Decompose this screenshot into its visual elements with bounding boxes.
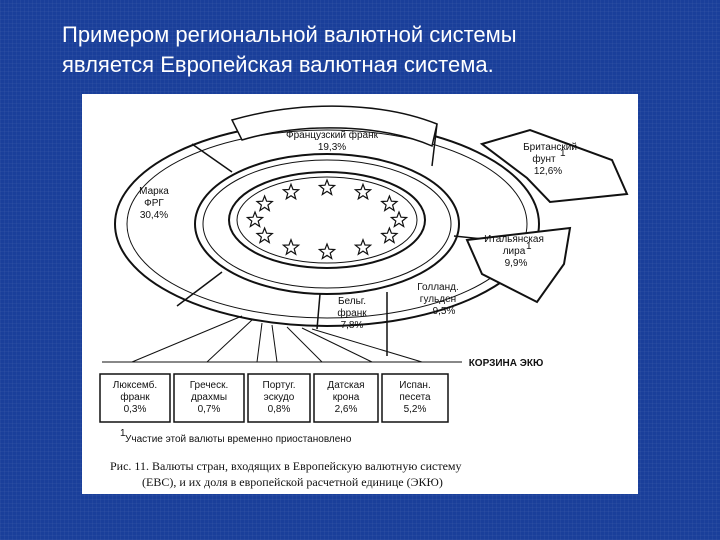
caption-line-1: Рис. 11. Валюты стран, входящих в Европе…	[110, 459, 462, 473]
box-4-line-1: Датская	[327, 380, 364, 391]
guilder-label-2: гульден	[420, 294, 456, 305]
box-3-line-3: 0,8%	[268, 404, 291, 415]
box-5-line-2: песета	[399, 392, 431, 403]
basket-label: КОРЗИНА ЭКЮ	[469, 358, 544, 369]
box-1-line-2: франк	[120, 391, 150, 403]
star-icon	[255, 226, 274, 244]
footnote-mark: 1	[120, 428, 126, 439]
ecu-basket-diagram: Французский франк 19,3% Британский фунт …	[99, 105, 629, 489]
bfranc-label: Бельг.	[338, 296, 366, 307]
inner-ring	[228, 171, 426, 269]
guilder-share: 9,5%	[433, 306, 456, 317]
box-1-line-3: 0,3%	[124, 404, 147, 415]
box-greece	[173, 373, 245, 423]
star-icon	[317, 242, 337, 260]
franc-label: Французский франк	[286, 129, 379, 141]
bfranc-label-2: франк	[337, 307, 367, 319]
divider-franc-left	[191, 143, 233, 173]
guilder-label: Голланд.	[417, 282, 458, 293]
pound-footnote-mark: 1	[560, 148, 566, 159]
star-icon	[389, 210, 409, 228]
box-1-line-1: Люксемб.	[113, 379, 157, 391]
slide-title-line-1: Примером региональной валютной системы	[62, 22, 517, 47]
box-3-line-2: эскудо	[264, 392, 295, 403]
star-icon	[317, 178, 337, 196]
star-icon	[380, 226, 399, 244]
box-3-line-1: Португ.	[263, 380, 296, 391]
franc-slab	[230, 105, 438, 148]
pound-share: 12,6%	[534, 166, 562, 177]
ecu-basket-figure: Французский франк 19,3% Британский фунт …	[82, 94, 638, 494]
mark-share: 30,4%	[140, 210, 168, 221]
bfranc-share: 7,8%	[341, 320, 364, 331]
slide-title-line-2: является Европейская валютная система.	[62, 52, 494, 77]
pound-label: Британский	[523, 142, 577, 153]
box-5-line-1: Испан.	[399, 380, 430, 391]
star-icon	[281, 238, 301, 256]
box-5-line-3: 5,2%	[404, 404, 427, 415]
star-icon	[380, 194, 399, 212]
currency-boxes	[99, 373, 449, 423]
box-portugal	[247, 373, 311, 423]
pound-label-2: фунт	[532, 153, 556, 165]
eu-stars	[245, 178, 409, 260]
box-2-line-3: 0,7%	[198, 404, 221, 415]
connector-lines	[102, 315, 462, 363]
middle-ring	[194, 153, 460, 295]
mark-label: Марка	[139, 186, 169, 197]
star-icon	[353, 182, 373, 201]
star-icon	[245, 210, 265, 228]
mark-label-2: ФРГ	[144, 198, 164, 209]
box-4-line-2: крона	[333, 392, 360, 403]
lira-label-2: лира	[503, 246, 526, 257]
box-luxembourg	[99, 373, 171, 423]
box-spain	[381, 373, 449, 423]
inner-ring-2	[236, 176, 418, 264]
star-icon	[281, 182, 301, 201]
star-icon	[353, 238, 373, 256]
caption-line-2: (ЕВС), и их доля в европейской расчетной…	[142, 475, 443, 489]
divider-mark-bottom	[176, 271, 223, 307]
outer-ring-inner-edge	[126, 129, 528, 319]
box-denmark	[313, 373, 379, 423]
lira-footnote-mark: 1	[526, 241, 532, 252]
middle-ring-2	[202, 159, 452, 289]
box-2-line-1: Греческ.	[190, 380, 229, 391]
footnote: Участие этой валюты временно приостановл…	[125, 434, 352, 445]
box-4-line-3: 2,6%	[335, 404, 358, 415]
pound-slice	[479, 128, 629, 204]
star-icon	[255, 194, 274, 212]
divider-bfranc-left	[316, 293, 321, 330]
lira-label: Итальянская	[484, 234, 544, 245]
box-2-line-2: драхмы	[191, 392, 227, 403]
slide-title: Примером региональной валютной системы я…	[62, 20, 682, 80]
lira-slice	[465, 226, 572, 304]
franc-share: 19,3%	[318, 142, 346, 153]
lira-share: 9,9%	[505, 258, 528, 269]
